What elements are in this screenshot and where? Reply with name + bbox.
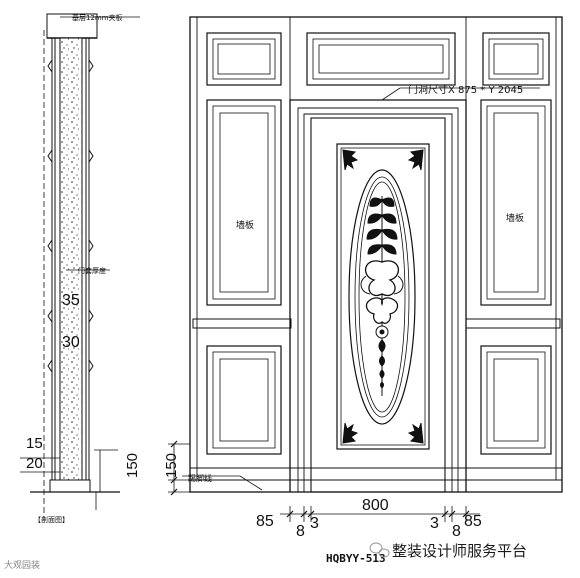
section-dim-30: 30	[62, 334, 80, 351]
wall-panel-left-label: 墙板	[236, 219, 254, 231]
section-dim-15: 15	[26, 435, 43, 452]
door-leaf	[310, 117, 446, 493]
section-dim-35: 35	[62, 292, 80, 309]
dim-3-left: 3	[310, 515, 319, 532]
wechat-icon	[369, 542, 390, 558]
wall-panel-right-label: 墙板	[506, 212, 524, 224]
dim-800: 800	[362, 497, 389, 514]
dim-8-left: 8	[296, 523, 305, 540]
section-caption: 【剖面图】	[34, 515, 69, 524]
watermark: 大观园装 整装设计师服务平台	[4, 542, 527, 571]
dim-85-left: 85	[256, 513, 274, 530]
watermark-left: 大观园装	[4, 559, 40, 571]
section-dim-20: 20	[26, 455, 43, 472]
watermark-right: 整装设计师服务平台	[392, 542, 527, 560]
door-inner-panel	[336, 143, 430, 450]
elevation-dim-150: 150	[163, 453, 180, 478]
door-casing	[289, 99, 467, 492]
skirting-note: 踢脚线	[188, 473, 212, 483]
elevation-labels: 门洞尺寸X 875 * Y 2045 墙板 墙板 踢脚线 150 800 85 …	[163, 83, 524, 565]
section-top-cap	[46, 13, 98, 39]
dim-3-right: 3	[430, 515, 439, 532]
door-corner-ornaments	[342, 149, 424, 444]
elevation-view	[168, 16, 563, 522]
dim-8-right: 8	[452, 523, 461, 540]
door-carving-ornament	[360, 196, 404, 396]
section-top-note: 基层12mm夹板	[72, 13, 123, 22]
section-view	[20, 13, 140, 520]
door-oval-panel	[348, 169, 416, 425]
model-code: HQBYY-513	[326, 552, 386, 565]
section-labels: 基层12mm夹板 门套厚度 35 30 15 20 150 【剖面图】	[26, 13, 141, 524]
section-door-cover-note: 门套厚度	[78, 266, 106, 275]
section-dim-150: 150	[124, 453, 141, 478]
dim-85-right: 85	[464, 513, 482, 530]
section-wall-core	[59, 37, 83, 487]
door-size-note: 门洞尺寸X 875 * Y 2045	[408, 83, 523, 96]
